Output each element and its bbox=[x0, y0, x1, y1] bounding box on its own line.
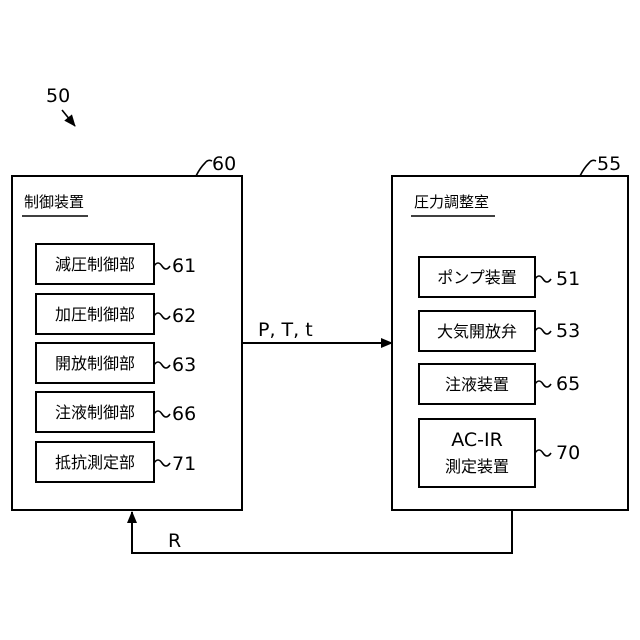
chamber-title: 圧力調整室 bbox=[414, 193, 489, 211]
controller-block: 60 制御装置 減圧制御部 61 加圧制御部 62 開放制御部 63 注液制御部… bbox=[12, 153, 242, 510]
controller-item-2-label: 加圧制御部 bbox=[55, 305, 135, 324]
chamber-ref-leader bbox=[580, 160, 596, 176]
chamber-item-4-label-line2: 測定装置 bbox=[445, 457, 509, 476]
chamber-block: 55 圧力調整室 ポンプ装置 51 大気開放弁 53 注液装置 65 AC-IR… bbox=[392, 153, 628, 510]
chamber-ref-label: 55 bbox=[597, 153, 621, 175]
controller-ref-label: 60 bbox=[212, 153, 236, 175]
figure-ref-arrow bbox=[62, 110, 75, 126]
controller-item-5-label: 抵抗測定部 bbox=[55, 453, 135, 472]
chamber-item-4-ref: 70 bbox=[556, 442, 580, 464]
chamber-item-2-ref: 53 bbox=[556, 320, 580, 342]
feedback-signal-arrow bbox=[132, 510, 512, 553]
controller-item-3-ref: 63 bbox=[172, 354, 196, 376]
controller-item-1-ref: 61 bbox=[172, 255, 196, 277]
chamber-item-4-label-line1: AC-IR bbox=[451, 429, 503, 451]
controller-ref-leader bbox=[196, 160, 212, 176]
controller-item-4-label: 注液制御部 bbox=[55, 403, 135, 422]
controller-item-2-ref: 62 bbox=[172, 305, 196, 327]
figure-ref-label: 50 bbox=[46, 85, 70, 107]
chamber-item-1-ref: 51 bbox=[556, 268, 580, 290]
controller-item-5-ref: 71 bbox=[172, 453, 196, 475]
feedback-signal-label: R bbox=[168, 530, 181, 552]
chamber-item-2-label: 大気開放弁 bbox=[437, 322, 517, 341]
chamber-item-3-ref: 65 bbox=[556, 373, 580, 395]
chamber-item-3-label: 注液装置 bbox=[445, 375, 509, 394]
controller-item-4-ref: 66 bbox=[172, 403, 196, 425]
chamber-item-1-label: ポンプ装置 bbox=[437, 268, 517, 287]
controller-title: 制御装置 bbox=[24, 193, 84, 211]
forward-signal-label: P, T, t bbox=[258, 319, 313, 341]
controller-item-3-label: 開放制御部 bbox=[55, 354, 135, 373]
controller-item-1-label: 減圧制御部 bbox=[55, 255, 135, 274]
